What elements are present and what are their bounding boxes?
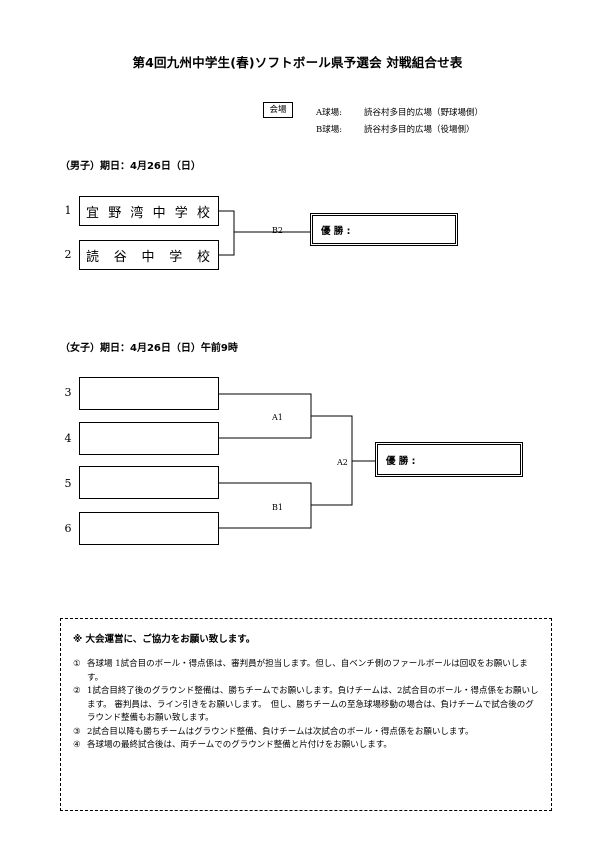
notes-heading: ※ 大会運営に、ご協力をお願い致します。 <box>73 634 256 645</box>
page-title: 第4回九州中学生(春)ソフトボール県予選会 対戦組合せ表 <box>132 55 463 70</box>
bracket-line <box>219 210 235 256</box>
match-label: B2 <box>272 226 283 235</box>
team-name: 宜 野 湾 中 学 校 <box>80 197 218 225</box>
note-item: ① 各球場 1試合目のボール・得点係は、審判員が担当します。但し、自ベンチ側のフ… <box>73 658 541 685</box>
match-label: B1 <box>272 503 283 512</box>
team-box: 宜 野 湾 中 学 校 <box>79 196 219 226</box>
note-text: 各球場 1試合目のボール・得点係は、審判員が担当します。但し、自ベンチ側のファー… <box>87 659 528 683</box>
venue-badge: 会場 <box>263 102 293 118</box>
team-name-char: 学 <box>174 205 188 221</box>
champion-label: 優 勝 : <box>321 225 351 237</box>
team-name: 読 谷 中 学 校 <box>80 241 218 269</box>
seed-number: 3 <box>64 386 72 399</box>
note-mark: ③ <box>73 726 81 737</box>
girls-heading: （女子）期日：4月26日（日）午前9時 <box>60 343 238 354</box>
notes-panel: ※ 大会運営に、ご協力をお願い致します。 ① 各球場 1試合目のボール・得点係は… <box>60 618 552 811</box>
match-label: A2 <box>337 458 348 467</box>
seed-number: 4 <box>64 432 72 445</box>
note-mark: ④ <box>73 740 81 750</box>
team-box <box>79 466 219 499</box>
note-mark: ① <box>73 659 81 669</box>
team-name-char: 野 <box>108 205 122 221</box>
note-text: 1試合目終了後のグラウンド整備は、勝ちチームでお願いします。負けチームは、2試合… <box>87 686 539 723</box>
champion-box: 優 勝 : <box>375 442 523 477</box>
venue-line-a: A球場: 読谷村多目的広場（野球場側） <box>316 106 483 118</box>
team-name-char: 中 <box>152 205 166 221</box>
venue-line-b: B球場: 読谷村多目的広場（役場側） <box>316 123 475 135</box>
team-name-char: 学 <box>169 249 183 265</box>
note-item: ② 1試合目終了後のグラウンド整備は、勝ちチームでお願いします。負けチームは、2… <box>73 685 541 726</box>
venue-place: 読谷村多目的広場（野球場側） <box>364 108 484 118</box>
note-text: 2試合目以降も勝ちチームはグラウンド整備、負けチームは次試合のボール・得点係をお… <box>87 726 474 737</box>
bracket-line <box>311 415 353 506</box>
champion-label: 優 勝 : <box>386 455 416 467</box>
team-name-char: 読 <box>86 249 100 265</box>
bracket-line <box>219 482 312 529</box>
note-item: ③ 2試合目以降も勝ちチームはグラウンド整備、負けチームは次試合のボール・得点係… <box>73 726 541 740</box>
venue-place: 読谷村多目的広場（役場側） <box>364 125 475 135</box>
note-mark: ② <box>73 686 81 696</box>
team-name-char: 宜 <box>86 205 100 221</box>
seed-number: 1 <box>64 204 72 217</box>
bracket-line <box>219 393 312 439</box>
match-label: A1 <box>272 413 283 422</box>
team-name-char: 校 <box>196 249 210 265</box>
venue-label: B球場: <box>316 125 343 135</box>
note-item: ④ 各球場の最終試合後は、両チームでのグラウンド整備と片付けをお願いします。 <box>73 739 541 753</box>
team-box <box>79 512 219 545</box>
team-box: 読 谷 中 学 校 <box>79 240 219 270</box>
note-text: 各球場の最終試合後は、両チームでのグラウンド整備と片付けをお願いします。 <box>87 740 392 750</box>
team-name-char: 中 <box>141 249 155 265</box>
team-name-char: 谷 <box>113 249 127 265</box>
team-name-char: 校 <box>196 205 210 221</box>
seed-number: 2 <box>64 248 72 261</box>
team-name-char: 湾 <box>130 205 144 221</box>
seed-number: 5 <box>64 477 72 490</box>
team-box <box>79 422 219 455</box>
team-box <box>79 377 219 410</box>
champion-box: 優 勝 : <box>310 213 458 246</box>
seed-number: 6 <box>64 522 72 535</box>
boys-heading: （男子）期日：4月26日（日） <box>60 161 201 172</box>
venue-label: A球場: <box>316 108 343 118</box>
